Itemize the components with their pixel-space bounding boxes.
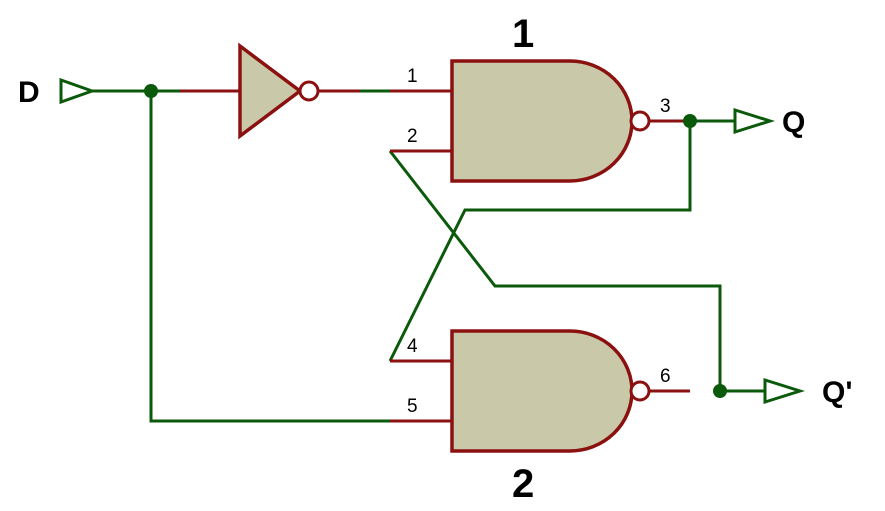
inverter-bubble xyxy=(298,80,320,102)
pin-number-3: 3 xyxy=(660,96,671,117)
junction-q xyxy=(683,114,697,128)
terminals xyxy=(59,77,806,405)
nand-gate-2-bubble xyxy=(629,380,651,402)
wire-q-feedback-to-pin4 xyxy=(388,121,692,362)
inverter-body xyxy=(238,42,303,140)
wire-d-to-pin5 xyxy=(149,91,390,423)
wire-qbar-feedback-to-pin2 xyxy=(388,150,722,391)
pin-number-6: 6 xyxy=(660,366,671,387)
inverter xyxy=(238,42,320,140)
nand-gate-1-bubble xyxy=(629,110,651,132)
signal-d-label: D xyxy=(18,76,40,109)
junction-qbar xyxy=(713,384,727,398)
nand-gate-1-body xyxy=(450,59,634,183)
pin-stubs xyxy=(180,89,690,423)
wires xyxy=(92,89,765,423)
gate-2-label: 2 xyxy=(512,462,534,506)
nand-gate-2-body xyxy=(450,329,634,453)
pin-number-1: 1 xyxy=(407,66,418,87)
nand-gate-1 xyxy=(450,59,651,183)
junctions xyxy=(144,84,727,398)
signal-q-label: Q xyxy=(782,106,805,139)
pin-number-5: 5 xyxy=(407,396,418,417)
gate-1-label: 1 xyxy=(512,12,534,56)
terminal-qbar-icon xyxy=(763,377,806,405)
terminal-q-icon xyxy=(733,107,776,135)
nand-gate-2 xyxy=(450,329,651,453)
pin-number-4: 4 xyxy=(407,336,418,357)
pin-number-2: 2 xyxy=(407,126,418,147)
junction-d xyxy=(144,84,158,98)
terminal-d-icon xyxy=(59,77,97,105)
signal-qbar-label: Q' xyxy=(822,376,852,409)
